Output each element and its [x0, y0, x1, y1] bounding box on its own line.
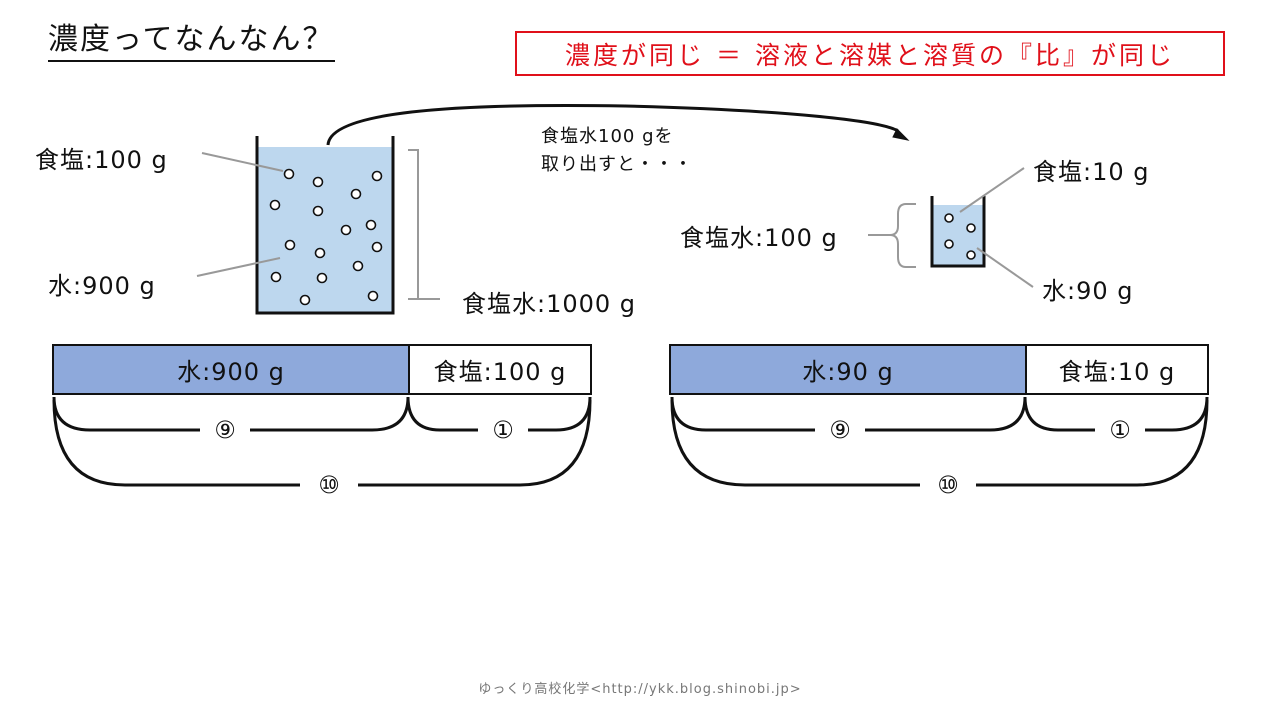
page-title: 濃度ってなんなん？	[48, 14, 335, 62]
transfer-arrow	[326, 103, 899, 146]
particle	[312, 205, 324, 217]
large-beaker-particles	[269, 168, 383, 306]
left-bar-water-label: 水:900 g	[177, 358, 285, 386]
particle	[944, 213, 954, 223]
particle	[340, 224, 352, 236]
salt-leader-line	[201, 152, 284, 172]
left-salt-label: 食塩:100 g	[35, 146, 168, 174]
particle	[352, 260, 364, 272]
small-water-leader-line	[976, 247, 1034, 288]
left-bar-salt-label: 食塩:100 g	[433, 358, 567, 386]
small-beaker-outline	[930, 196, 986, 268]
left-bar-water: 水:900 g	[52, 344, 410, 395]
solution-bracket	[408, 149, 440, 300]
right-salt-label: 食塩:10 g	[1033, 158, 1150, 186]
particle	[371, 170, 383, 182]
water-leader-line	[196, 257, 281, 277]
right-ratio-total: ⑩	[928, 470, 968, 500]
particle	[350, 188, 362, 200]
left-water-label: 水:900 g	[48, 272, 156, 300]
right-water-label: 水:90 g	[1042, 277, 1134, 305]
left-ratio-salt: ①	[483, 415, 523, 445]
rule-box: 濃度が同じ ＝ 溶液と溶媒と溶質の『比』が同じ	[515, 31, 1225, 76]
particle	[365, 219, 377, 231]
particle	[269, 199, 281, 211]
arrowhead	[892, 128, 910, 141]
small-beaker-particles	[944, 213, 976, 260]
brace-right-total	[670, 399, 1209, 487]
rule-text: 濃度が同じ ＝ 溶液と溶媒と溶質の『比』が同じ	[565, 40, 1175, 70]
particle	[312, 176, 324, 188]
left-ratio-total: ⑩	[309, 470, 349, 500]
right-solution-label: 食塩水:100 g	[680, 224, 838, 252]
large-beaker-outline	[255, 136, 395, 315]
particle	[966, 223, 976, 233]
brace-left-total	[52, 399, 592, 487]
right-bar-salt: 食塩:10 g	[1025, 344, 1209, 395]
particle	[944, 239, 954, 249]
small-salt-leader-line	[959, 167, 1025, 213]
left-bar-salt: 食塩:100 g	[408, 344, 592, 395]
particle	[316, 272, 328, 284]
particle	[284, 239, 296, 251]
transfer-caption-line1: 食塩水100 gを	[541, 126, 674, 147]
particle	[966, 250, 976, 260]
left-ratio-water: ⑨	[205, 415, 245, 445]
right-ratio-salt: ①	[1100, 415, 1140, 445]
small-solution-bracket	[868, 203, 916, 268]
particle	[270, 271, 282, 283]
right-bar-water-label: 水:90 g	[802, 358, 894, 386]
right-ratio-water: ⑨	[820, 415, 860, 445]
left-solution-label: 食塩水:1000 g	[462, 290, 637, 318]
particle	[283, 168, 295, 180]
particle	[314, 247, 326, 259]
footer-credit: ゆっくり高校化学<http://ykk.blog.shinobi.jp>	[478, 682, 802, 697]
particle	[371, 241, 383, 253]
particle	[367, 290, 379, 302]
small-beaker-solution	[932, 205, 984, 266]
right-bar-water: 水:90 g	[669, 344, 1027, 395]
particle	[299, 294, 311, 306]
transfer-caption-line2: 取り出すと・・・	[541, 154, 693, 175]
right-bar-salt-label: 食塩:10 g	[1058, 358, 1176, 386]
